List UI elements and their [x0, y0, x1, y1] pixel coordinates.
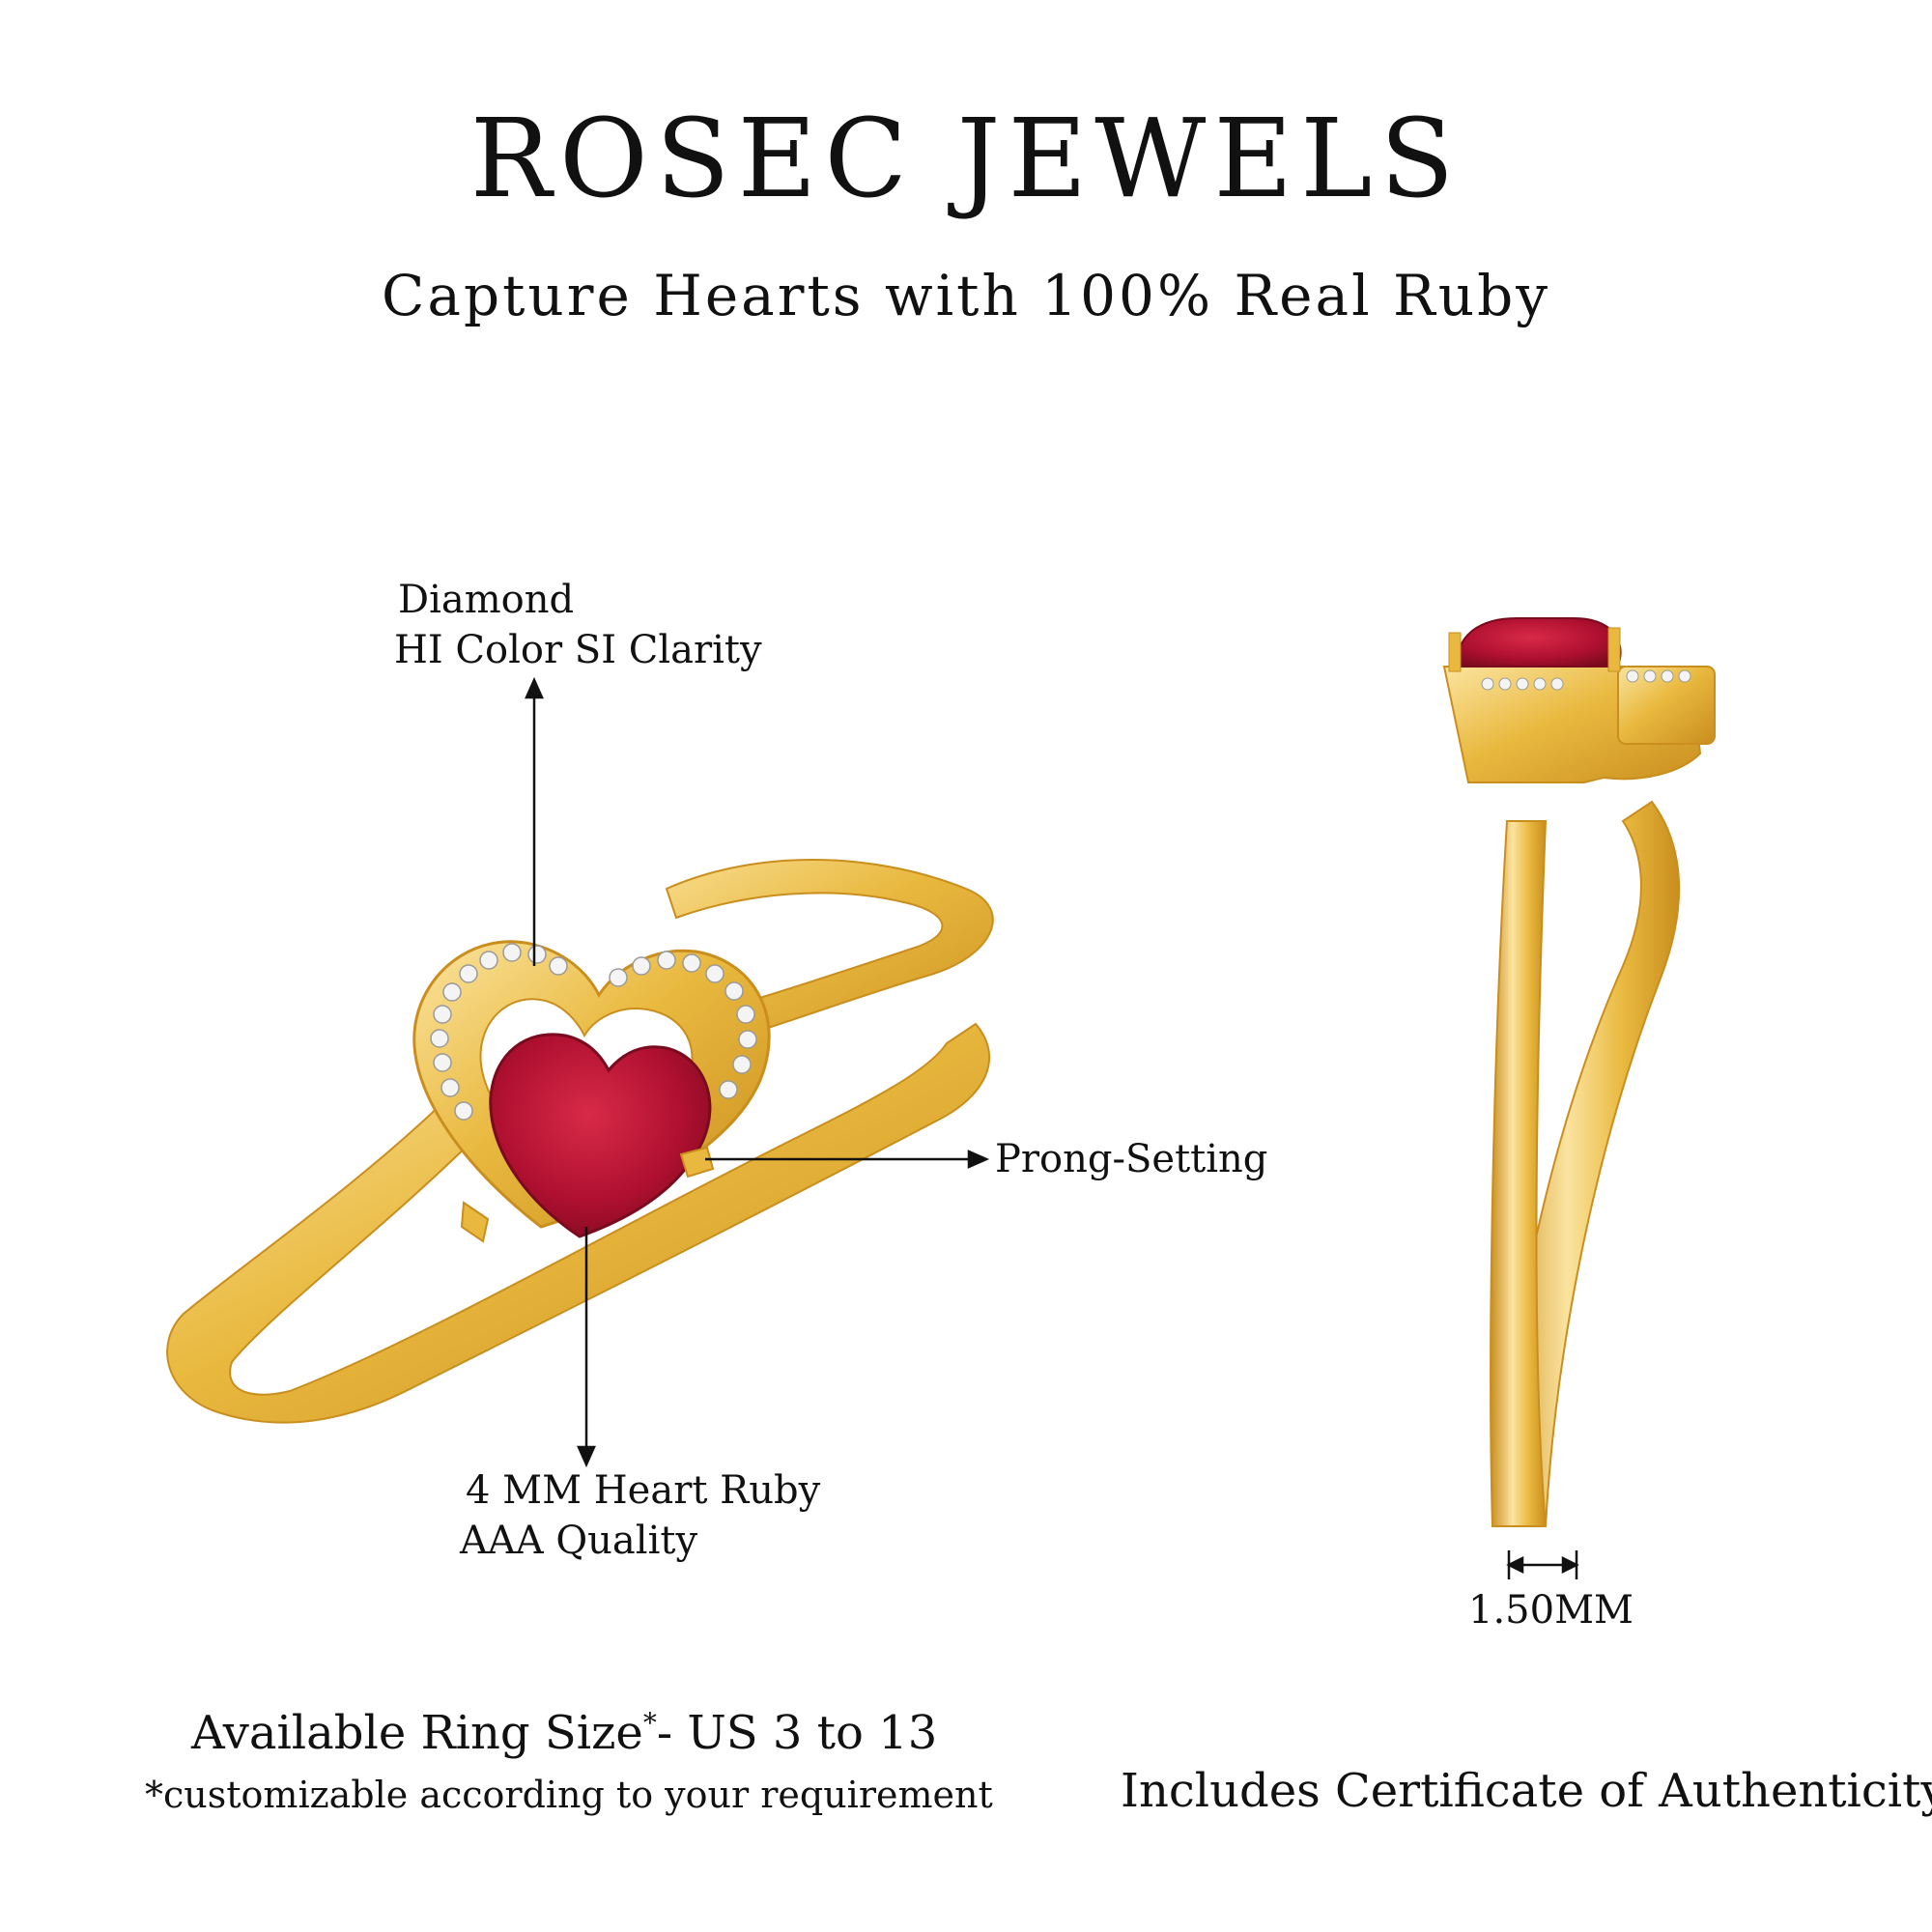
- prong-left: [460, 1201, 490, 1243]
- ring-size-label: Available Ring Size: [191, 1706, 643, 1760]
- tagline: Capture Hearts with 100% Real Ruby: [382, 263, 1550, 328]
- side-ruby: [1457, 617, 1622, 668]
- side-prong-left: [1448, 632, 1462, 672]
- arrow-diamond-head: [525, 676, 544, 699]
- certificate-note: Includes Certificate of Authenticity: [1121, 1764, 1932, 1818]
- label-ruby: 4 MM Heart Ruby: [466, 1468, 821, 1513]
- ring-size-range: - US 3 to 13: [656, 1706, 938, 1760]
- side-diamonds: [1481, 669, 1691, 691]
- label-diamond: Diamond: [398, 578, 575, 622]
- ring-size-info: Available Ring Size*- US 3 to 13: [191, 1706, 937, 1760]
- label-ruby-quality: AAA Quality: [460, 1519, 698, 1563]
- arrow-ruby-head: [577, 1445, 596, 1468]
- label-prong-setting: Prong-Setting: [995, 1137, 1268, 1181]
- customization-note: *customizable according to your requirem…: [145, 1774, 993, 1816]
- side-shank-inner: [1490, 820, 1548, 1527]
- side-halo-block: [1617, 666, 1716, 745]
- band-front: [166, 1022, 991, 1424]
- side-prong-right: [1607, 627, 1621, 672]
- side-shank: [1491, 800, 1681, 1527]
- dim-arrow-right: [1561, 1555, 1579, 1575]
- ring-side-view: [1442, 617, 1716, 1527]
- dim-arrow-left: [1506, 1555, 1524, 1575]
- brand-title: ROSEC JEWELS: [469, 97, 1463, 222]
- label-band-width: 1.50MM: [1468, 1588, 1634, 1633]
- ring-size-asterisk: *: [642, 1707, 657, 1739]
- halo-diamonds: [430, 943, 757, 1121]
- arrow-prong-head: [967, 1150, 990, 1169]
- callout-arrows: [525, 676, 1579, 1579]
- ring-front-view: [166, 859, 994, 1424]
- label-diamond-spec: HI Color SI Clarity: [394, 628, 762, 672]
- prong-right: [679, 1146, 715, 1179]
